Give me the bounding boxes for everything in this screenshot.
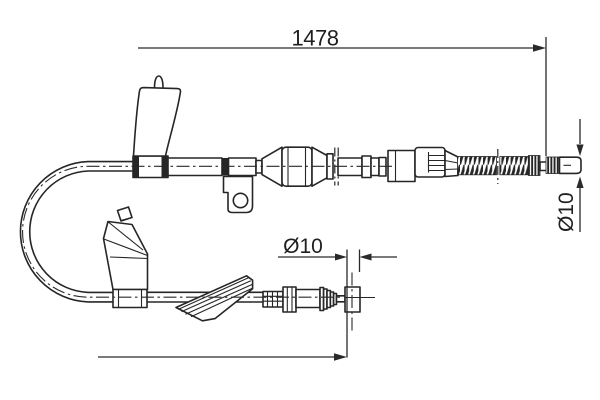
lower-ferrule	[112, 288, 148, 309]
spring-section	[457, 156, 497, 176]
dimension-lower-end-diameter: Ø10	[278, 235, 397, 358]
lower-boot	[102, 220, 149, 291]
arrowhead-icon	[533, 44, 546, 52]
cable-end-ribbed	[545, 156, 560, 174]
lower-diameter-label: Ø10	[283, 235, 323, 258]
spring-end-ribs	[528, 155, 541, 176]
upper-cable-assembly	[132, 75, 582, 214]
upper-diameter-label: Ø10	[555, 192, 578, 232]
adjuster-nut	[282, 286, 297, 313]
dimension-upper-end-diameter: Ø10	[555, 119, 584, 232]
spring-section	[499, 156, 529, 176]
tube	[295, 288, 321, 309]
cable-centerline	[22, 165, 392, 298]
cable-loop	[19, 160, 134, 303]
lower-boot-pin	[116, 206, 133, 222]
arrowhead-icon	[334, 353, 347, 361]
bracket-hole	[232, 192, 249, 209]
dimension-overall-length: 1478	[138, 26, 547, 156]
upper-boot-pin	[153, 75, 164, 89]
arrowhead-icon	[576, 176, 584, 188]
overall-length-label: 1478	[292, 26, 339, 51]
arrowhead-icon	[359, 253, 372, 261]
spiral-protector	[175, 275, 254, 322]
lower-cable-assembly	[102, 206, 375, 331]
taper	[444, 149, 459, 178]
bottom-reference-line	[98, 353, 347, 361]
upper-boot	[132, 86, 182, 157]
arrowhead-icon	[335, 253, 347, 261]
clevis	[414, 146, 446, 178]
end-cap-block	[387, 149, 416, 183]
arrowhead-icon	[576, 144, 584, 156]
ferrule-bands	[133, 156, 229, 178]
